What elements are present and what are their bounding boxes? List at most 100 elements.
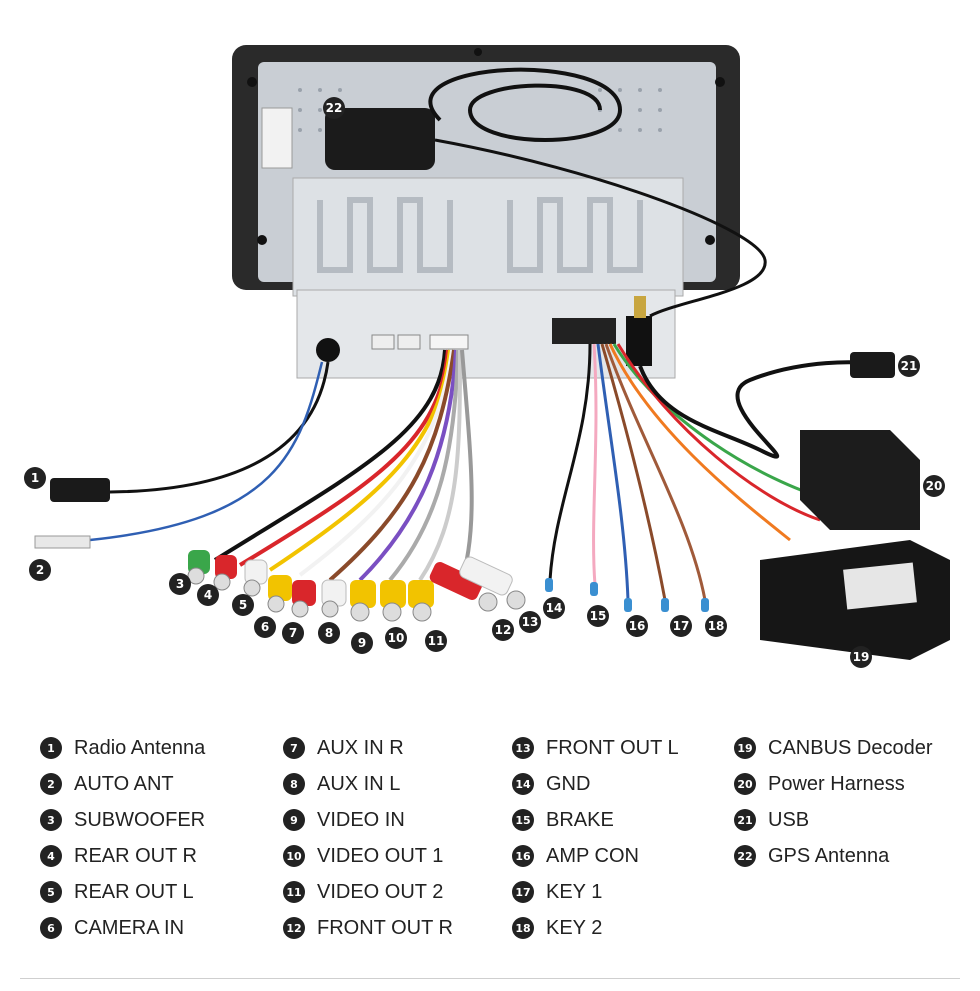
bottom-divider: [20, 978, 960, 979]
wire-terminals: [545, 578, 709, 612]
spec-sticker: [261, 107, 293, 169]
legend-number-badge: 19: [734, 737, 756, 759]
svg-text:18: 18: [708, 619, 725, 633]
svg-text:5: 5: [239, 598, 247, 612]
svg-text:9: 9: [358, 636, 366, 650]
legend-label: VIDEO OUT 1: [317, 844, 444, 867]
callout-15: 15: [587, 605, 609, 627]
svg-text:22: 22: [326, 101, 343, 115]
legend-label: REAR OUT L: [74, 880, 194, 903]
svg-text:4: 4: [204, 588, 212, 602]
callout-16: 16: [626, 615, 648, 637]
callout-5: 5: [232, 594, 254, 616]
callout-22: 22: [323, 97, 345, 119]
svg-text:17: 17: [673, 619, 690, 633]
callout-2: 2: [29, 559, 51, 581]
power-harness-plug: [552, 318, 616, 344]
radio-antenna-cable: [109, 361, 330, 494]
svg-text:15: 15: [590, 609, 607, 623]
legend-label: AUTO ANT: [74, 772, 174, 795]
legend-number-badge: 2: [40, 773, 62, 795]
legend-item: 6 CAMERA IN: [40, 910, 205, 946]
power-harness-connector: [800, 430, 920, 530]
callout-19: 19: [850, 646, 872, 668]
callout-1: 1: [24, 467, 46, 489]
callout-12: 12: [492, 619, 514, 641]
legend-label: FRONT OUT R: [317, 916, 453, 939]
svg-text:1: 1: [31, 471, 39, 485]
callout-8: 8: [318, 622, 340, 644]
legend-label: CAMERA IN: [74, 916, 185, 939]
legend-number-badge: 4: [40, 845, 62, 867]
rca-wire-bundle: [213, 349, 474, 586]
callout-6: 6: [254, 616, 276, 638]
legend-label: SUBWOOFER: [74, 808, 206, 831]
legend-label: Power Harness: [768, 772, 905, 795]
callout-3: 3: [169, 573, 191, 595]
legend-number-badge: 7: [283, 737, 305, 759]
callout-4: 4: [197, 584, 219, 606]
legend-number-badge: 11: [283, 881, 305, 903]
callout-badges: 1 2 3 4 5 6 7 8 9 10 11 12 13 14 15 16 1…: [24, 97, 945, 668]
legend-label: AUX IN L: [317, 772, 401, 795]
svg-text:3: 3: [176, 577, 184, 591]
legend-label: AMP CON: [546, 844, 639, 867]
legend-number-badge: 3: [40, 809, 62, 831]
gps-cable: [434, 138, 767, 318]
svg-text:16: 16: [629, 619, 646, 633]
legend-number-badge: 10: [283, 845, 305, 867]
svg-text:2: 2: [36, 563, 44, 577]
legend-label: REAR OUT R: [74, 844, 197, 867]
legend-item: 10 VIDEO OUT 1: [283, 838, 453, 874]
legend-label: FRONT OUT L: [546, 736, 679, 759]
legend-label: GND: [546, 772, 591, 795]
legend-number-badge: 5: [40, 881, 62, 903]
legend-label: AUX IN R: [317, 736, 404, 759]
callout-10: 10: [385, 627, 407, 649]
heatsink-fins: [317, 197, 643, 273]
connector-plate: [296, 289, 676, 379]
legend-item: 5 REAR OUT L: [40, 874, 205, 910]
legend-number-badge: 13: [512, 737, 534, 759]
radio-antenna-socket: [316, 338, 340, 362]
svg-text:10: 10: [388, 631, 405, 645]
small-connector: [397, 334, 421, 350]
legend-number-badge: 20: [734, 773, 756, 795]
legend-item: 4 REAR OUT R: [40, 838, 205, 874]
legend-number-badge: 21: [734, 809, 756, 831]
gps-cable-coil: [428, 67, 623, 142]
legend-item: 20 Power Harness: [734, 766, 933, 802]
svg-text:8: 8: [325, 626, 333, 640]
legend-label: KEY 1: [546, 880, 603, 903]
legend-label: BRAKE: [546, 808, 614, 831]
gps-antenna-puck: [325, 108, 435, 170]
small-connector: [371, 334, 395, 350]
legend-number-badge: 8: [283, 773, 305, 795]
usb-cable: [638, 360, 881, 459]
legend-number-badge: 6: [40, 917, 62, 939]
legend-label: VIDEO IN: [317, 808, 405, 831]
svg-text:21: 21: [901, 359, 918, 373]
usb-plug: [626, 316, 652, 366]
svg-text:20: 20: [926, 479, 943, 493]
legend-label: Radio Antenna: [74, 736, 206, 759]
callout-18: 18: [705, 615, 727, 637]
callout-20: 20: [923, 475, 945, 497]
legend-number-badge: 18: [512, 917, 534, 939]
legend-label: GPS Antenna: [768, 844, 890, 867]
svg-text:13: 13: [522, 615, 539, 629]
gps-sma-connector: [634, 296, 646, 318]
legend-label: USB: [768, 808, 810, 831]
